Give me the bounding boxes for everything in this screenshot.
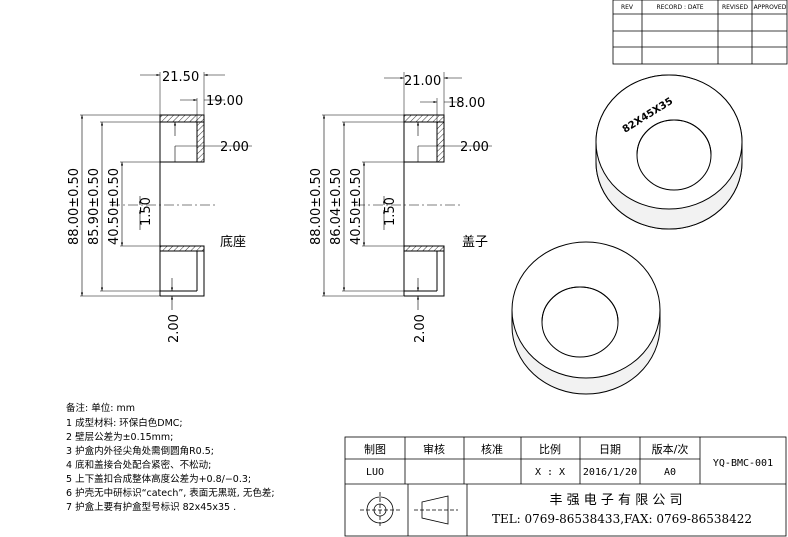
revision-table	[612, 0, 788, 65]
lid-dim-top-inner: 18.00	[448, 96, 485, 111]
base-dim-top-inner: 19.00	[206, 94, 243, 109]
drawing-number: YQ-BMC-001	[713, 458, 773, 469]
rev-header-approved: APPROVED	[754, 4, 787, 11]
tb-header-scale: 比例	[539, 442, 561, 456]
tb-header-checked: 审核	[423, 442, 445, 456]
lid-dim-bottom-wall: 2.00	[413, 314, 428, 343]
tb-value-version: A0	[664, 467, 676, 478]
lid-part-section	[322, 72, 492, 310]
tb-value-date: 2016/1/20	[583, 467, 637, 478]
base-dim-height-outer: 88.00±0.50	[67, 168, 82, 245]
base-dim-gap: 1.50	[139, 197, 154, 226]
company-contact: TEL: 0769-86538433,FAX: 0769-86538422	[492, 512, 752, 526]
note-item: 3 护盒内外径尖角处需倒圆角R0.5;	[66, 446, 214, 457]
lid-part-label: 盖子	[462, 235, 488, 250]
base-dim-wall-top: 2.00	[220, 140, 249, 155]
rev-header-rev: REV	[621, 4, 634, 11]
base-dim-height-inner: 85.90±0.50	[87, 168, 102, 245]
note-item: 7 护盒上要有护盒型号标识 82x45x35 .	[66, 502, 237, 513]
note-item: 4 底和盖接合处配合紧密、不松动;	[66, 460, 212, 471]
lid-dim-gap: 1.50	[383, 197, 398, 226]
tb-value-scale: X : X	[535, 467, 565, 478]
rev-header-record: RECORD : DATE	[656, 4, 703, 11]
note-item: 1 成型材料: 环保白色DMC;	[66, 418, 183, 429]
tb-header-date: 日期	[599, 443, 621, 456]
title-block	[344, 436, 787, 537]
lid-dim-inner-dia: 40.50±0.50	[349, 168, 364, 245]
note-item: 2 壁层公差为±0.15mm;	[66, 432, 174, 443]
tb-value-drawn: LUO	[366, 467, 384, 478]
base-dim-bottom-wall: 2.00	[167, 314, 182, 343]
note-item: 5 上下盖扣合成整体高度公差为+0.8/−0.3;	[66, 474, 252, 485]
tb-header-drawn: 制图	[364, 443, 386, 456]
notes-title: 备注: 单位: mm	[66, 403, 135, 414]
tb-header-version: 版本/次	[652, 442, 689, 456]
base-part-section	[80, 72, 252, 310]
lid-dim-top-outer: 21.00	[404, 74, 441, 89]
base-part-label: 底座	[220, 234, 246, 250]
base-dim-inner-dia: 40.50±0.50	[107, 168, 122, 245]
base-dim-top-outer: 21.50	[162, 70, 199, 85]
lid-dim-height-outer: 88.00±0.50	[309, 168, 324, 245]
ring-bottom-isometric	[511, 241, 661, 395]
company-name: 丰 强 电 子 有 限 公 司	[550, 493, 683, 508]
lid-dim-wall-top: 2.00	[460, 140, 489, 155]
tb-header-approved: 核准	[481, 442, 503, 456]
ring-top-isometric	[595, 74, 743, 230]
lid-dim-height-inner: 86.04±0.50	[329, 168, 344, 245]
rev-header-revised: REVISED	[722, 4, 748, 11]
note-item: 6 护壳无中研标识“catech”, 表面无黑斑, 无色差;	[66, 488, 275, 499]
